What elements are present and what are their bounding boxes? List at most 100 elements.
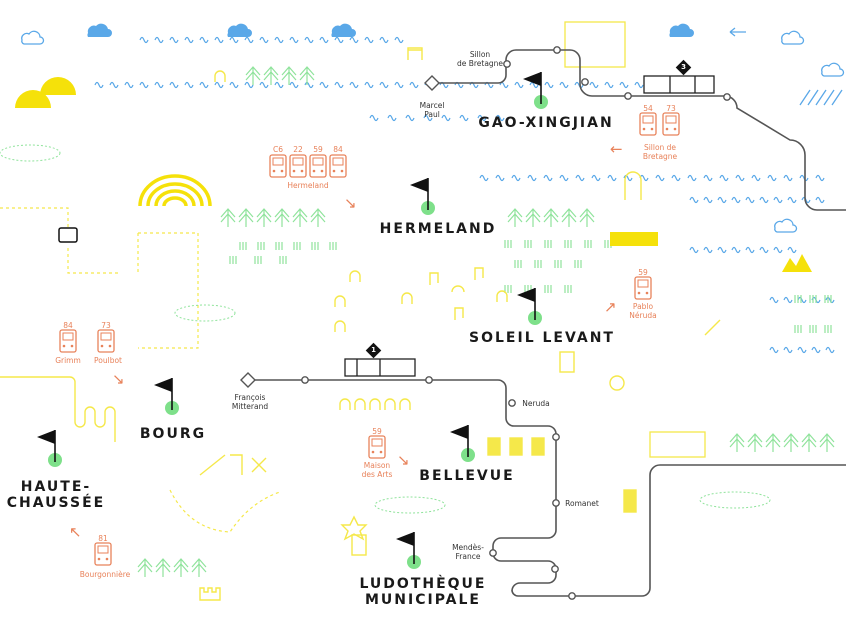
- tram-stop[interactable]: [552, 433, 560, 441]
- books-icon: [199, 454, 243, 476]
- arch-icon: [384, 398, 396, 410]
- wave-row: [479, 174, 825, 182]
- tree-icon: [281, 66, 297, 85]
- tram-line-3: [432, 49, 846, 211]
- tree-icon: [173, 558, 189, 577]
- grass-icon: [514, 260, 522, 268]
- tree-icon: [579, 208, 595, 227]
- grass-icon: [824, 325, 832, 333]
- station-romanet[interactable]: Romanet: [565, 499, 599, 508]
- grass-icon: [524, 240, 532, 248]
- neighborhood-haute-chaussee[interactable]: HAUTE-CHAUSSÉE: [6, 479, 106, 511]
- tram-stop[interactable]: [624, 92, 632, 100]
- neighborhood-soleil-levant[interactable]: SOLEIL LEVANT: [469, 330, 615, 346]
- bus-stop-icon: [58, 227, 78, 243]
- bus-stop-poulbot[interactable]: Poulbot: [94, 356, 122, 365]
- direction-arrow-icon: ↘: [344, 194, 357, 212]
- flag-icon: [517, 288, 535, 302]
- bus-window: [371, 438, 383, 447]
- tree-icon: [765, 433, 781, 452]
- bus-icon: [97, 329, 115, 353]
- castle-icon: [610, 232, 658, 246]
- tree-icon: [801, 433, 817, 452]
- bike-path: [0, 376, 116, 442]
- bus-icon: [59, 329, 77, 353]
- bus-wheel: [642, 127, 646, 131]
- book-icon: [623, 489, 637, 513]
- bus-wheel: [300, 169, 304, 173]
- tram-line-1: [250, 379, 846, 597]
- grass-icon: [809, 295, 817, 303]
- book-icon: [509, 437, 523, 456]
- bus-wheel: [379, 450, 383, 454]
- tram-stop[interactable]: [552, 499, 560, 507]
- tram-stop[interactable]: [568, 592, 576, 600]
- neighborhood-bourg[interactable]: BOURG: [139, 426, 207, 442]
- rain-icon: [799, 89, 843, 106]
- cloud-outline-icon: [821, 62, 845, 77]
- bus-window: [312, 157, 324, 166]
- tram-stop[interactable]: [581, 78, 589, 86]
- terminus-diamond[interactable]: [424, 75, 440, 91]
- bus-stop-bourgonniere[interactable]: Bourgonnière: [79, 570, 131, 579]
- grass-icon: [554, 260, 562, 268]
- sun-small-icon: [609, 375, 625, 391]
- tram-stop[interactable]: [425, 376, 433, 384]
- direction-arrow-icon: ↖: [69, 523, 82, 541]
- tram-stop[interactable]: [723, 93, 731, 101]
- bus-wheel: [340, 169, 344, 173]
- bus-wheel: [108, 344, 112, 348]
- tree-icon: [137, 558, 153, 577]
- tree-icon: [245, 66, 261, 85]
- bus-icon: [368, 435, 386, 459]
- neighborhood-bellevue[interactable]: BELLEVUE: [419, 468, 515, 484]
- library-icon: [649, 431, 706, 458]
- tram-stop[interactable]: [301, 376, 309, 384]
- tram-stop[interactable]: [489, 549, 497, 557]
- cloud-icon: [331, 23, 356, 37]
- station-mendes-france[interactable]: Mendès-France: [452, 543, 484, 561]
- direction-arrow-icon: ↗: [604, 298, 617, 316]
- bus-wheel: [371, 450, 375, 454]
- station-neruda[interactable]: Neruda: [522, 399, 550, 408]
- castle-icon: [199, 587, 221, 601]
- tram-stop[interactable]: [503, 60, 511, 68]
- bus-line-number: 59: [313, 145, 323, 154]
- bus-line-number: 84: [333, 145, 343, 154]
- cloud-icon: [669, 23, 694, 37]
- tree-icon: [561, 208, 577, 227]
- neighborhood-hermeland[interactable]: HERMELAND: [379, 221, 497, 237]
- bus-stop-hermeland[interactable]: Hermeland: [287, 181, 329, 190]
- yellow-icons: [199, 47, 721, 601]
- neighborhood-gao-xingjian[interactable]: GAO-XINGJIAN: [478, 115, 614, 131]
- bus-wheel: [280, 169, 284, 173]
- shrub-icon: [0, 144, 61, 162]
- grass-icon: [794, 295, 802, 303]
- cloud-outline-icon: [21, 30, 45, 45]
- tree-icon: [507, 208, 523, 227]
- bus-stop-grimm[interactable]: Grimm: [55, 356, 81, 365]
- bus-wheel: [100, 344, 104, 348]
- pencil-icon: [704, 319, 721, 336]
- tram-stop[interactable]: [508, 399, 516, 407]
- music-note-icon: [474, 267, 484, 280]
- hill-icon: [15, 77, 76, 108]
- bus-wheel: [320, 169, 324, 173]
- shrub-icon: [174, 304, 236, 322]
- tree-icon: [274, 208, 290, 227]
- terminus-diamond[interactable]: [240, 372, 256, 388]
- bus-window: [272, 157, 284, 166]
- tram-stop[interactable]: [553, 46, 561, 54]
- tram-stop[interactable]: [551, 565, 559, 573]
- wave-row: [769, 346, 835, 354]
- tree-icon: [191, 558, 207, 577]
- grass-icon: [311, 242, 319, 250]
